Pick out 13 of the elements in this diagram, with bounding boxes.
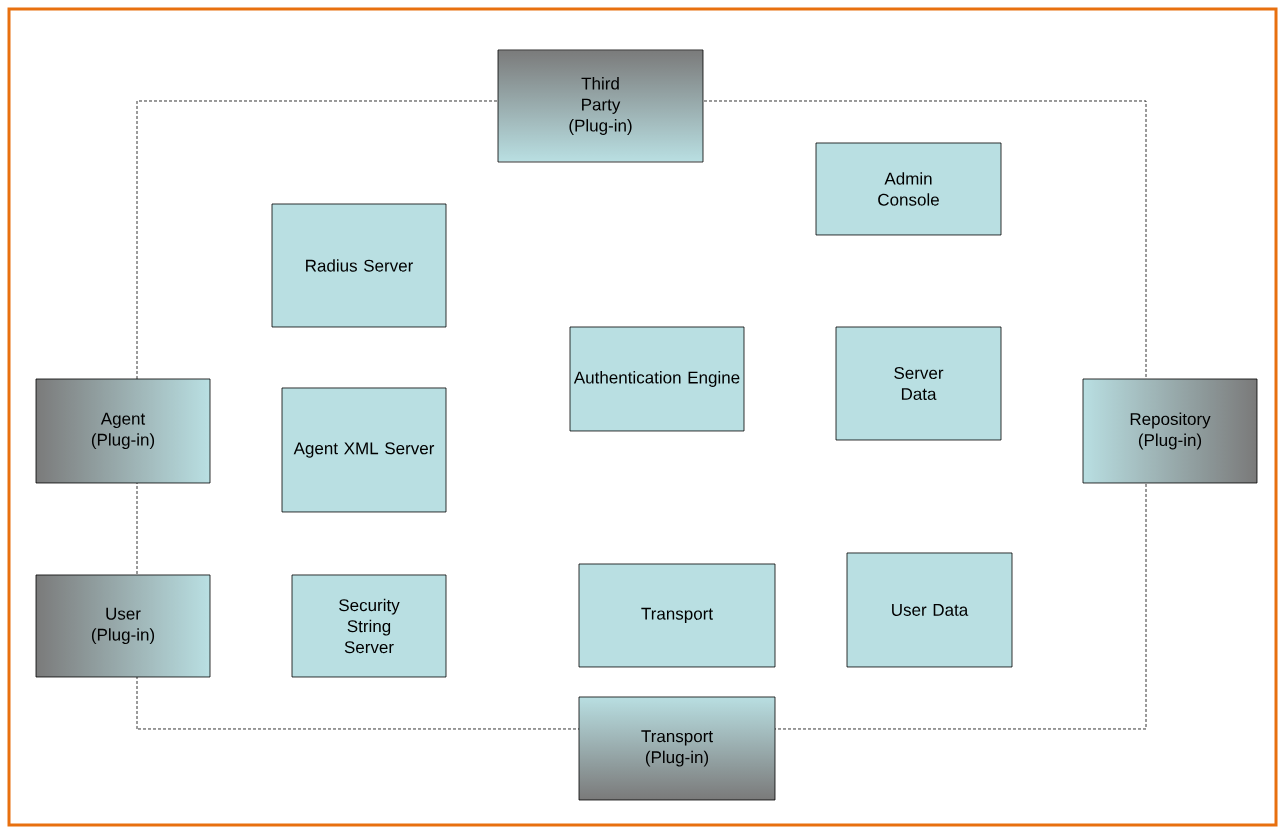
component-box: Authentication Engine xyxy=(569,326,745,432)
plugin-box: Repository (Plug-in) xyxy=(1082,378,1258,484)
plugin-box: Agent (Plug-in) xyxy=(35,378,211,484)
component-box: Security String Server xyxy=(291,574,447,678)
component-box: Radius Server xyxy=(271,203,447,328)
plugin-box: Third Party (Plug-in) xyxy=(497,49,704,163)
component-box: Transport xyxy=(578,563,776,668)
component-box: Agent XML Server xyxy=(281,387,447,513)
component-box: Server Data xyxy=(835,326,1002,441)
plugin-box: User (Plug-in) xyxy=(35,574,211,678)
component-box: Admin Console xyxy=(815,142,1002,236)
component-box: User Data xyxy=(846,552,1013,668)
plugin-box: Transport (Plug-in) xyxy=(578,696,776,801)
